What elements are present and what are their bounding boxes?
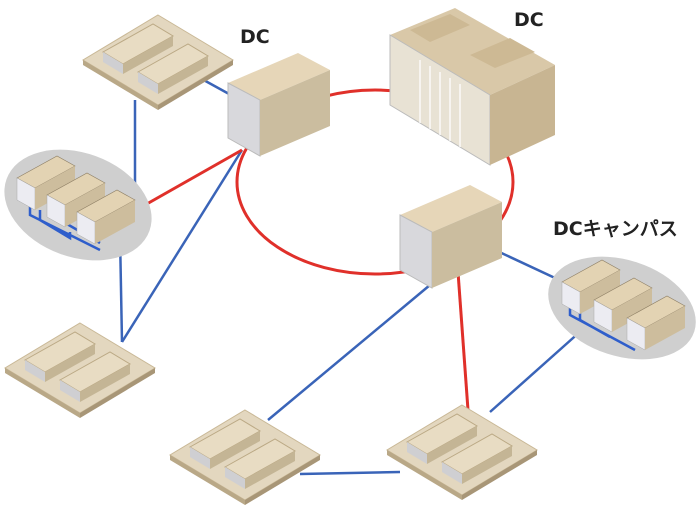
site-bottom-right xyxy=(386,404,538,501)
campus-right xyxy=(548,256,696,360)
site-top-left xyxy=(82,14,234,111)
campus-left xyxy=(4,149,152,261)
dc-box-1 xyxy=(227,52,331,157)
site-bottom-left xyxy=(4,322,156,419)
red-links xyxy=(144,148,470,411)
dc-campus-label: DCキャンパス xyxy=(553,218,678,240)
site-bottom-middle xyxy=(169,409,321,506)
dc-big-building xyxy=(389,8,555,166)
dc-label-1: DC xyxy=(240,26,270,48)
blue-links xyxy=(118,76,583,476)
dc-box-3 xyxy=(399,184,503,289)
dc-label-2: DC xyxy=(514,9,544,31)
red-ring-link xyxy=(235,88,515,276)
